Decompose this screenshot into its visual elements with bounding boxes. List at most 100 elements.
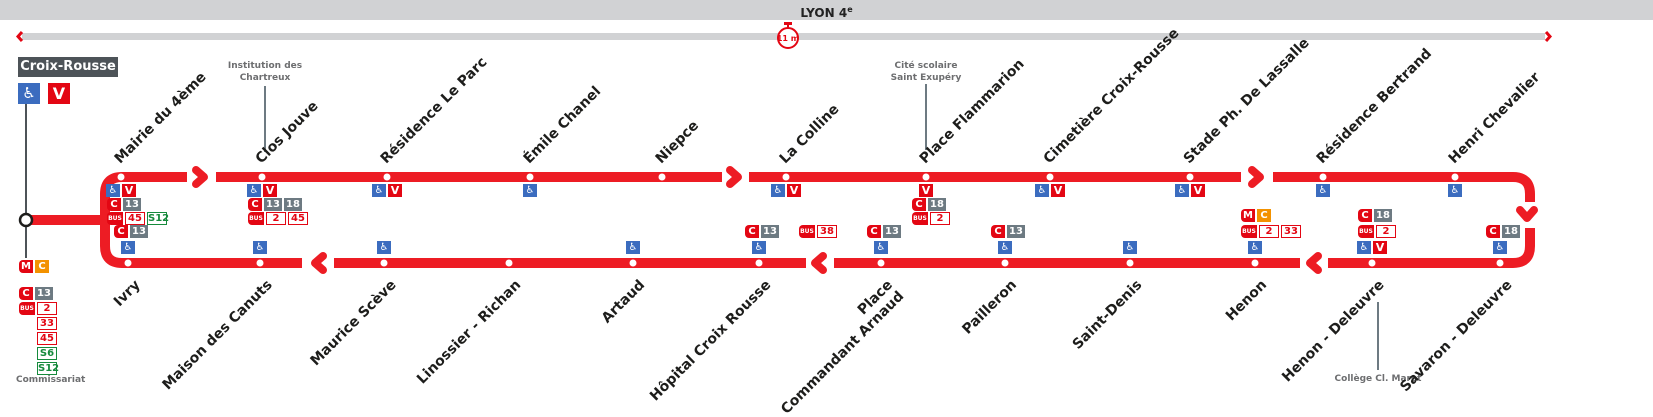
accessible-icon: ♿ [1123,241,1137,254]
accessible-icon: ♿ [106,184,120,197]
bus-mode-icon: BUS [1241,225,1257,238]
line-badge: 13 [883,225,901,238]
tram-mode-icon: C [867,225,881,238]
tram-mode-icon: C [1486,225,1500,238]
station-dot[interactable] [124,259,132,267]
line-badge: 13 [761,225,779,238]
connection-row: ♿ [523,184,537,197]
line-badge: 18 [284,198,302,211]
line-badge: 13 [130,225,148,238]
station-dot[interactable] [1496,259,1504,267]
station-dot[interactable] [1046,173,1054,181]
velov-icon: V [1051,184,1065,197]
bus-line-badge: 38 [817,225,837,238]
tram-mode-icon: C [1358,209,1372,222]
s-line-badge: S12 [37,362,60,375]
accessible-icon: ♿ [377,241,391,254]
velov-icon: V [787,184,801,197]
station-dot[interactable] [380,259,388,267]
station-dot[interactable] [1368,259,1376,267]
station-dot[interactable] [505,259,513,267]
station-dot[interactable] [1001,259,1009,267]
station-dot[interactable] [755,259,763,267]
spacer [19,317,35,330]
velov-icon: V [388,184,402,197]
station-dot[interactable] [1251,259,1259,267]
connection-row: ♿ [1448,184,1462,197]
velov-icon: V [122,184,136,197]
bus-mode-icon: BUS [248,212,264,225]
station-dot[interactable] [117,173,125,181]
bus-mode-icon: BUS [799,225,815,238]
accessible-icon: ♿ [1448,184,1462,197]
landmark-pointer [925,84,927,150]
bus-mode-icon: BUS [107,212,123,225]
station-dot[interactable] [258,173,266,181]
accessible-icon: ♿ [752,241,766,254]
station-dot[interactable] [1451,173,1459,181]
bus-line-badge: 2 [930,212,950,225]
bus-mode-icon: BUS [1358,225,1374,238]
station-dot[interactable] [256,259,264,267]
metro-mode-icon: M [19,260,33,273]
station-dot[interactable] [1126,259,1134,267]
direction-arrow-icon [192,166,208,188]
station-dot[interactable] [877,259,885,267]
station-dot[interactable] [658,173,666,181]
station-dot[interactable] [1319,173,1327,181]
tram-mode-icon: C [745,225,759,238]
connection-row: ♿ [1316,184,1330,197]
connection-row: ♿ [253,241,267,254]
accessible-icon: ♿ [372,184,386,197]
connection-row: ♿V [372,184,402,197]
tram-mode-icon: C [114,225,128,238]
connection-row: ♿ [626,241,640,254]
bus-line-badge: 2 [266,212,286,225]
line-badge: 18 [928,198,946,211]
accessible-icon: ♿ [253,241,267,254]
landmark-note: Institution des Chartreux [227,61,303,83]
connection-row: 33 [19,317,57,330]
accessible-icon: ♿ [1493,241,1507,254]
connection-row: ♿V [247,184,277,197]
connection-row: ♿ [121,241,135,254]
direction-arrow-icon [1248,166,1264,188]
svg-text:11 m: 11 m [777,34,799,43]
station-dot[interactable] [1186,173,1194,181]
velov-icon: V [1191,184,1205,197]
metro-mode-icon: M [1241,209,1255,222]
connection-row: ♿V [1035,184,1065,197]
accessible-icon: ♿ [121,241,135,254]
connection-row: V [919,184,933,197]
station-dot[interactable] [526,173,534,181]
bus-line-badge: 33 [37,317,57,330]
route-line [26,172,1535,268]
connection-row: ♿ [377,241,391,254]
page-header: LYON 4e [0,0,1653,20]
accessible-icon: ♿ [1175,184,1189,197]
direction-arrow-icon [1306,252,1322,274]
station-dot[interactable] [383,173,391,181]
line-badge: 18 [1374,209,1392,222]
bus-line-badge: 2 [37,302,57,315]
station-dot[interactable] [922,173,930,181]
station-dot[interactable] [629,259,637,267]
station-dot[interactable] [782,173,790,181]
chevron-left-icon [15,31,24,42]
